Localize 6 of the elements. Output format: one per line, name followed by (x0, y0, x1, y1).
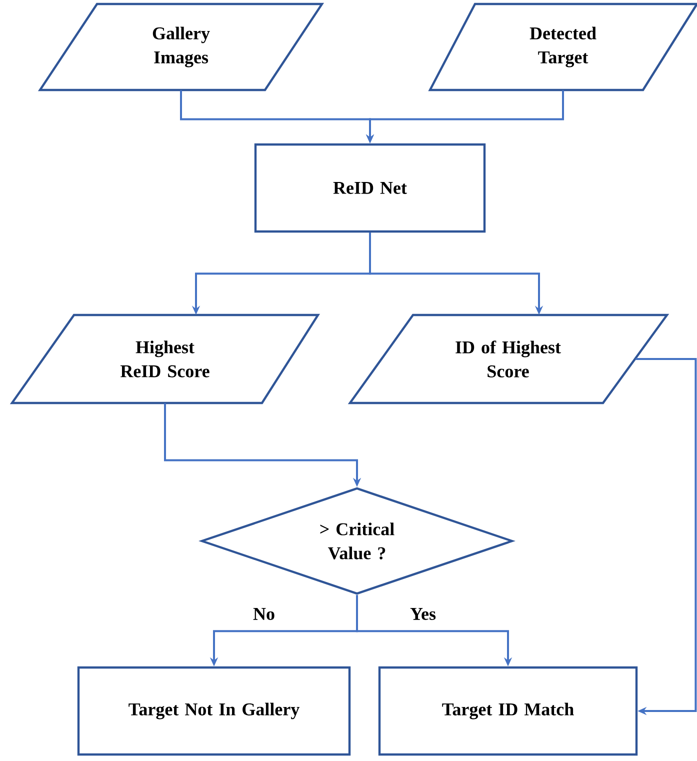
edge-label: Yes (409, 607, 437, 621)
edge-label: No (252, 607, 276, 621)
process-box: Target Not In Gallery (77, 666, 351, 756)
process-box: Target ID Match (378, 666, 638, 756)
arrow (636, 358, 697, 716)
process-box: ReID Net (254, 143, 486, 233)
